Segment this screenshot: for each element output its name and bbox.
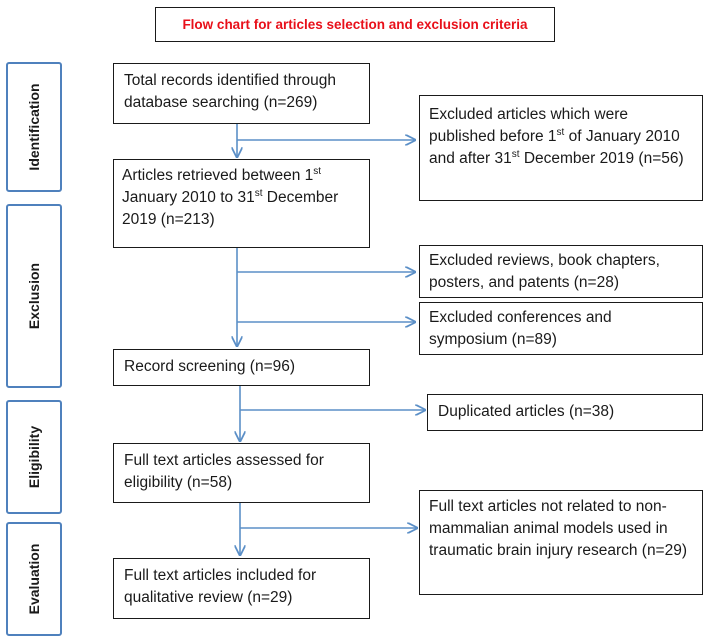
box-not-related: Full text articles not related to non-ma… [419, 490, 703, 595]
date-excluded-sup-2: st [511, 149, 520, 160]
stage-identification: Identification [6, 62, 62, 192]
date-excluded-text-2: of January 2010 and after 31 [429, 128, 680, 167]
stage-exclusion: Exclusion [6, 204, 62, 388]
box-excluded-reviews: Excluded reviews, book chapters, posters… [419, 245, 703, 298]
box-excluded-conferences: Excluded conferences and symposium (n=89… [419, 302, 703, 355]
retrieved-text-3: December 2019 (n=213) [122, 189, 339, 228]
stage-label-exclusion: Exclusion [26, 262, 42, 330]
box-duplicated: Duplicated articles (n=38) [427, 394, 703, 431]
box-total-records: Total records identified through databas… [113, 63, 370, 124]
chart-title: Flow chart for articles selection and ex… [155, 7, 555, 42]
retrieved-text-1: Articles retrieved between 1 [122, 167, 314, 184]
box-eligibility-assessed: Full text articles assessed for eligibil… [113, 443, 370, 503]
box-excluded-reviews-text: Excluded reviews, book chapters, posters… [429, 252, 660, 291]
box-excluded-conferences-text: Excluded conferences and symposium (n=89… [429, 309, 612, 348]
box-record-screening-text: Record screening (n=96) [124, 358, 296, 375]
stage-evaluation: Evaluation [6, 522, 62, 636]
box-excluded-by-date: Excluded articles which were published b… [419, 95, 703, 201]
stage-eligibility: Eligibility [6, 400, 62, 514]
stage-label-eligibility: Eligibility [26, 425, 42, 489]
box-record-screening: Record screening (n=96) [113, 349, 370, 386]
box-duplicated-text: Duplicated articles (n=38) [438, 403, 615, 420]
stage-label-identification: Identification [26, 83, 42, 171]
retrieved-text-2: January 2010 to 31 [122, 189, 255, 206]
date-excluded-text-1: Excluded articles which were published b… [429, 106, 629, 145]
retrieved-sup-1: st [313, 166, 322, 177]
stage-label-evaluation: Evaluation [26, 543, 42, 615]
date-excluded-sup-1: st [556, 127, 565, 138]
retrieved-sup-2: st [254, 188, 263, 199]
box-not-related-text: Full text articles not related to non-ma… [429, 498, 688, 559]
box-total-records-text: Total records identified through databas… [124, 72, 336, 111]
box-included-text: Full text articles included for qualitat… [124, 567, 317, 606]
box-eligibility-assessed-text: Full text articles assessed for eligibil… [124, 452, 324, 491]
box-articles-retrieved: Articles retrieved between 1st January 2… [113, 159, 370, 248]
box-included: Full text articles included for qualitat… [113, 558, 370, 619]
date-excluded-text-3: December 2019 (n=56) [519, 150, 684, 167]
